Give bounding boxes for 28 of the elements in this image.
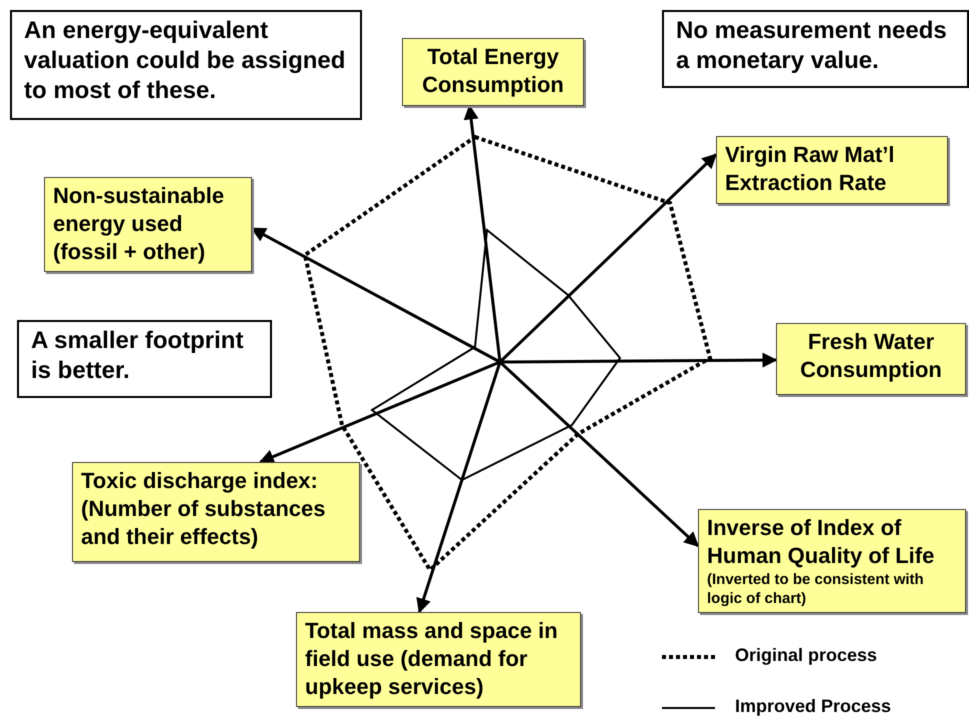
axis-label: Toxic discharge index: (Number of substances and their effects)	[81, 467, 326, 551]
axis-arrow	[258, 360, 501, 464]
axis-label-box	[72, 462, 360, 562]
axis-label-box	[776, 323, 966, 395]
note-box	[662, 10, 969, 88]
axis-label-box	[716, 136, 948, 204]
axis-label: Fresh Water Consumption	[799, 328, 943, 384]
axis-note: (Inverted to be consistent with logic of chart)	[707, 570, 925, 608]
axis-arrow	[500, 352, 778, 368]
note-text: An energy-equivalent valuation could be assigned to most of these.	[24, 16, 346, 106]
axis-label-box	[296, 612, 581, 707]
note-text: No measurement needs a monetary value.	[676, 16, 948, 76]
axis-arrow	[498, 153, 718, 364]
axis-arrow	[416, 362, 502, 614]
axis-label-box	[402, 38, 584, 106]
note-text: A smaller footprint is better.	[31, 326, 244, 386]
axis-label: Inverse of Index of Human Quality of Life	[707, 514, 936, 570]
axis-label: Virgin Raw Mat’l Extraction Rate	[725, 141, 896, 197]
axis-label: Non-sustainable energy used (fossil + other)	[53, 182, 226, 266]
axis-label: Total Energy Consumption	[421, 43, 565, 99]
axis-label: Total mass and space in field use (demand for upkeep services)	[305, 617, 559, 701]
legend-text: Original process	[735, 645, 878, 666]
legend-text: Improved Process	[735, 696, 892, 717]
note-box	[17, 320, 272, 398]
note-box	[10, 10, 362, 120]
axis-label-box	[698, 509, 966, 613]
axis-arrow	[498, 360, 700, 548]
axis-label-box	[44, 177, 252, 272]
